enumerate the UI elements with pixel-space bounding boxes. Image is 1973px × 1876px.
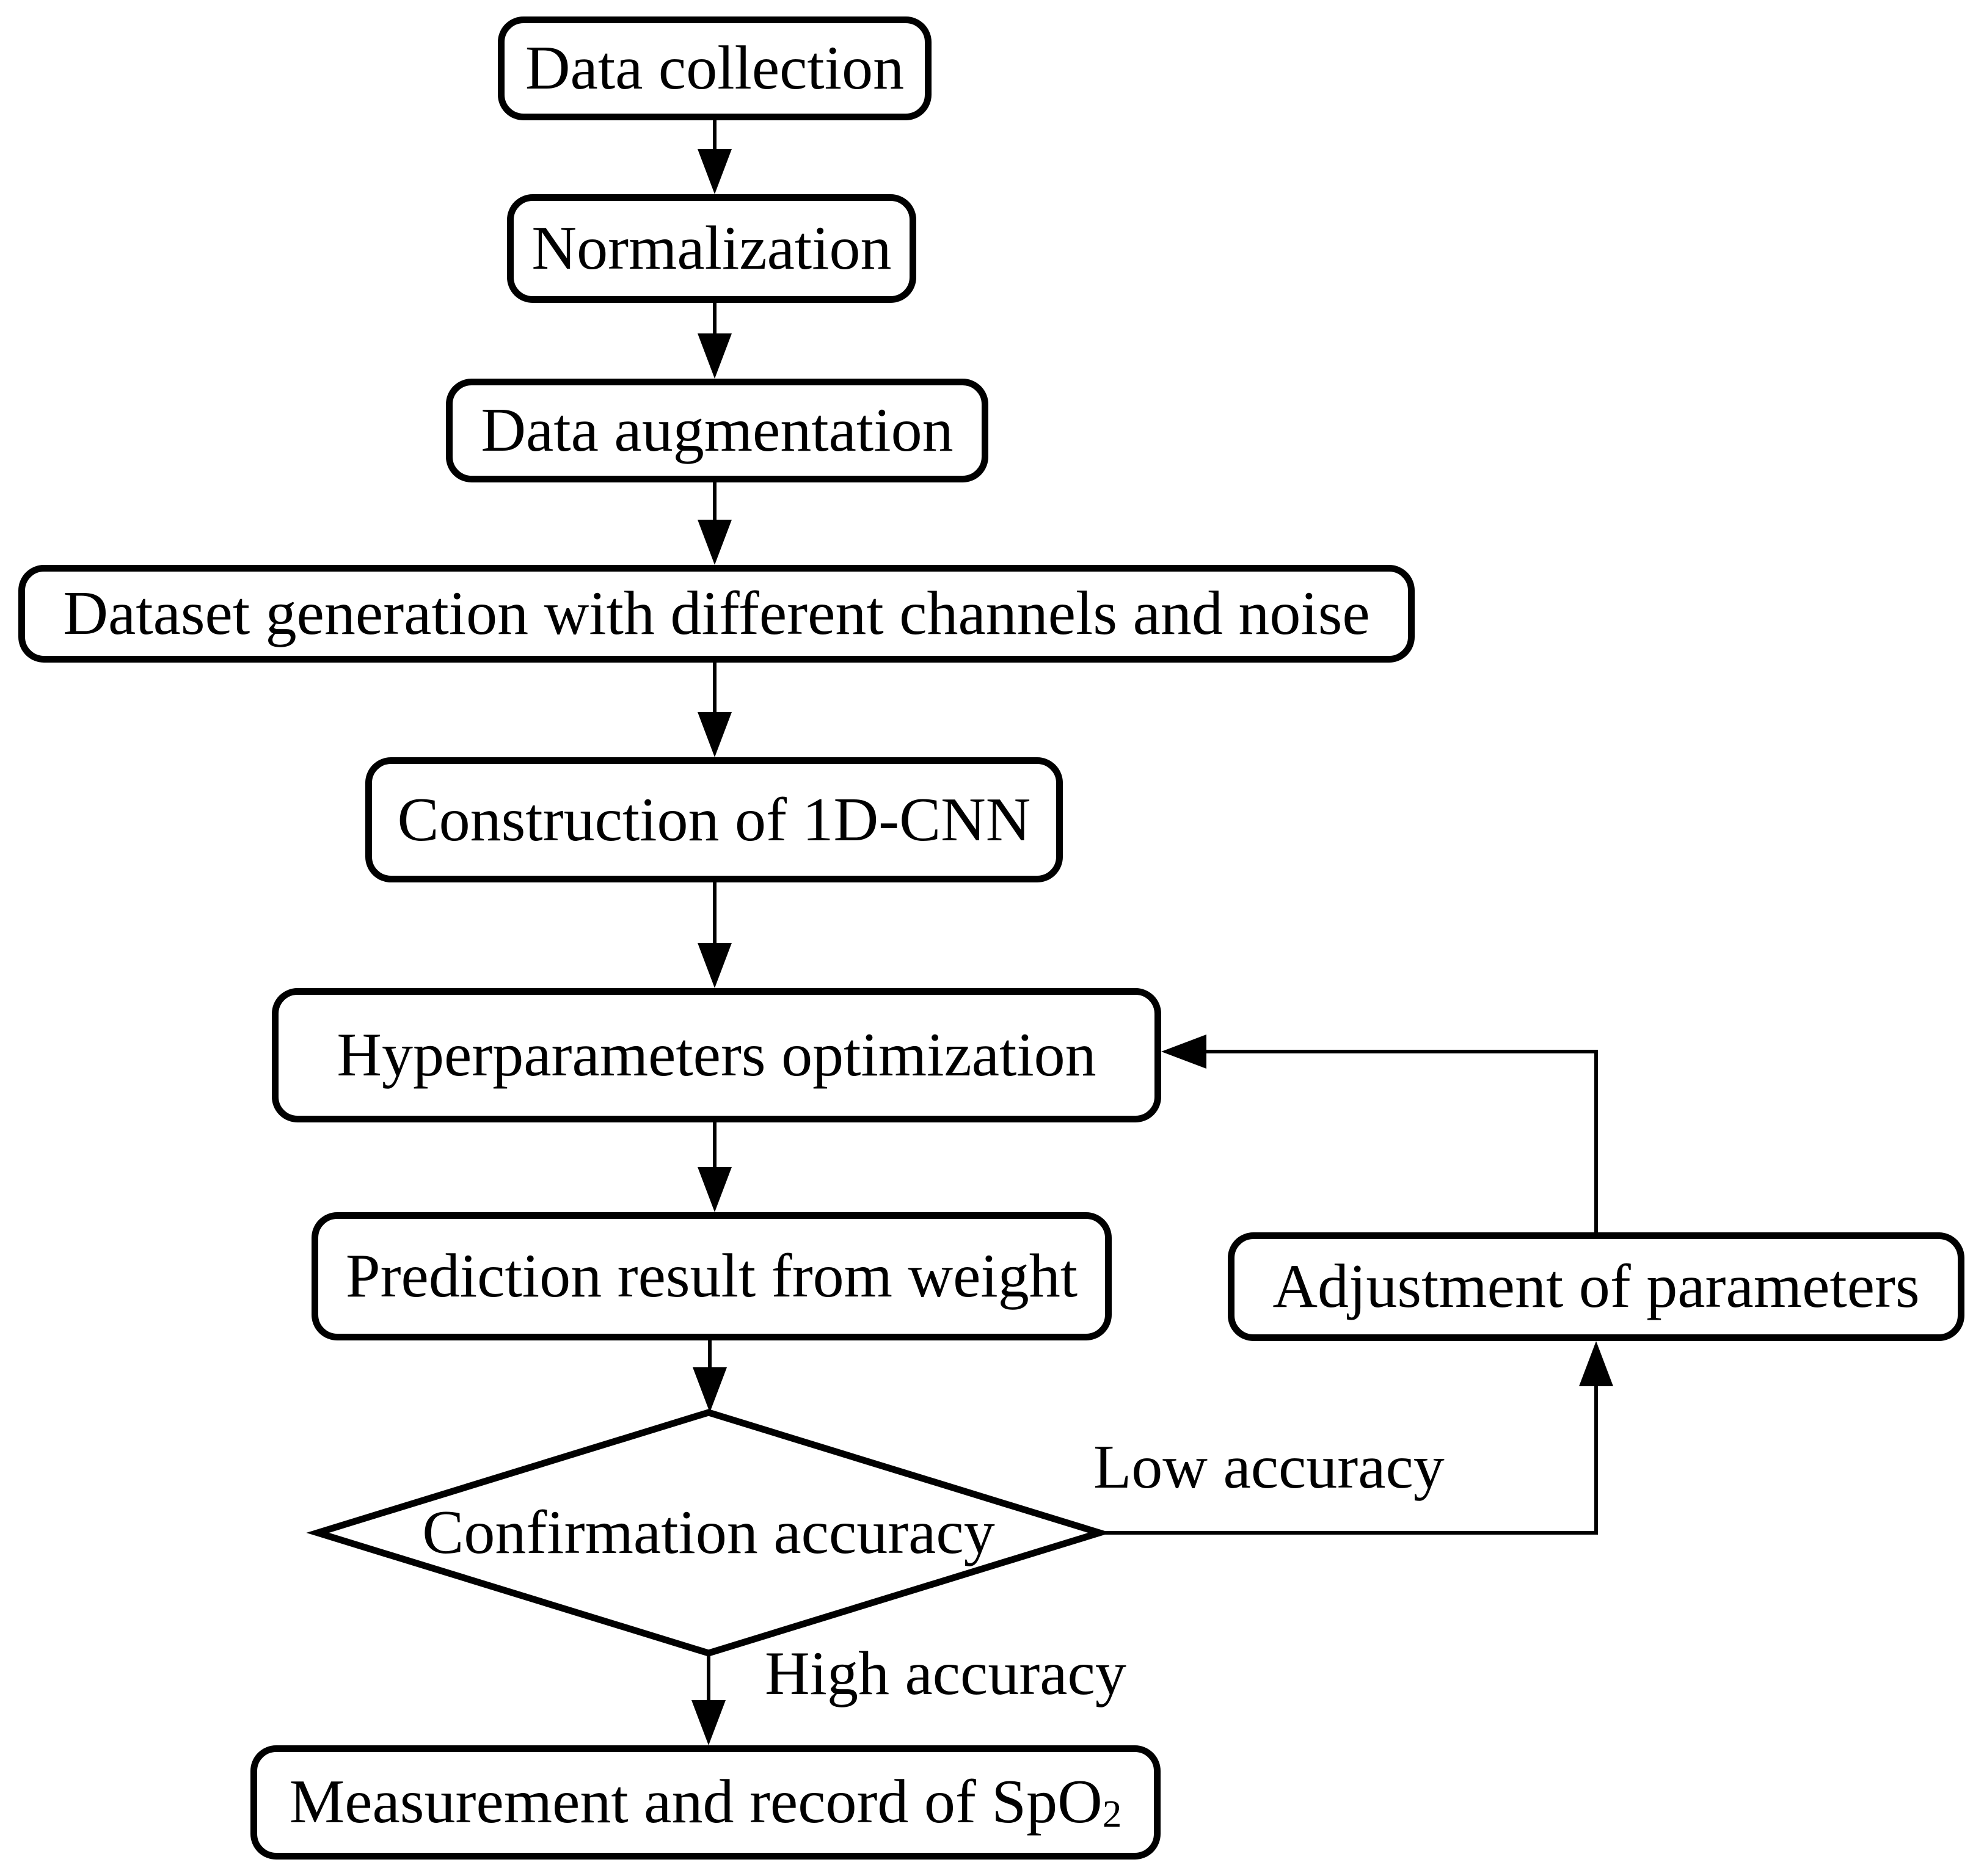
arrow-dataset-generation-to-construction: [698, 663, 732, 757]
arrow-prediction-to-confirmation: [693, 1340, 727, 1412]
node-dataset-generation: Dataset generation with different channe…: [18, 565, 1415, 663]
node-construction-1d-cnn: Construction of 1D-CNN: [365, 757, 1063, 882]
arrow-normalization-to-data-augmentation: [698, 303, 732, 379]
arrow-construction-to-hyperparameters: [698, 882, 732, 988]
edge-label-low-accuracy: Low accuracy: [1093, 1433, 1445, 1502]
node-measurement-spo2: Measurement and record of SpO2: [250, 1745, 1161, 1860]
node-dataset-generation-label: Dataset generation with different channe…: [63, 579, 1370, 648]
node-prediction-result: Prediction result from weight: [312, 1212, 1112, 1340]
node-data-collection-label: Data collection: [525, 34, 905, 103]
node-hyperparameters-optimization-label: Hyperparameters optimization: [337, 1020, 1096, 1089]
arrow-adjustment-to-hyperparameters: [1161, 1034, 1598, 1232]
node-adjustment-of-parameters: Adjustment of parameters: [1228, 1232, 1964, 1341]
arrow-confirmation-to-adjustment: [1100, 1341, 1613, 1535]
spo2-subscript: 2: [1102, 1792, 1122, 1836]
arrow-hyperparameters-to-prediction: [698, 1122, 732, 1212]
node-prediction-result-label: Prediction result from weight: [345, 1242, 1078, 1311]
node-adjustment-of-parameters-label: Adjustment of parameters: [1272, 1252, 1920, 1321]
node-data-augmentation-label: Data augmentation: [481, 396, 954, 465]
node-confirmation-accuracy: Confirmation accuracy: [342, 1473, 1075, 1593]
node-data-augmentation: Data augmentation: [446, 379, 988, 482]
arrow-confirmation-to-measurement: [691, 1653, 726, 1745]
node-hyperparameters-optimization: Hyperparameters optimization: [272, 988, 1161, 1122]
node-construction-1d-cnn-label: Construction of 1D-CNN: [397, 785, 1031, 854]
node-data-collection: Data collection: [498, 16, 932, 120]
edge-label-high-accuracy: High accuracy: [765, 1639, 1126, 1708]
node-measurement-spo2-label: Measurement and record of SpO2: [289, 1767, 1122, 1837]
node-normalization: Normalization: [507, 194, 916, 303]
arrow-data-collection-to-normalization: [698, 120, 732, 194]
node-confirmation-accuracy-label: Confirmation accuracy: [422, 1498, 995, 1567]
arrow-data-augmentation-to-dataset-generation: [698, 482, 732, 565]
node-normalization-label: Normalization: [531, 214, 892, 283]
